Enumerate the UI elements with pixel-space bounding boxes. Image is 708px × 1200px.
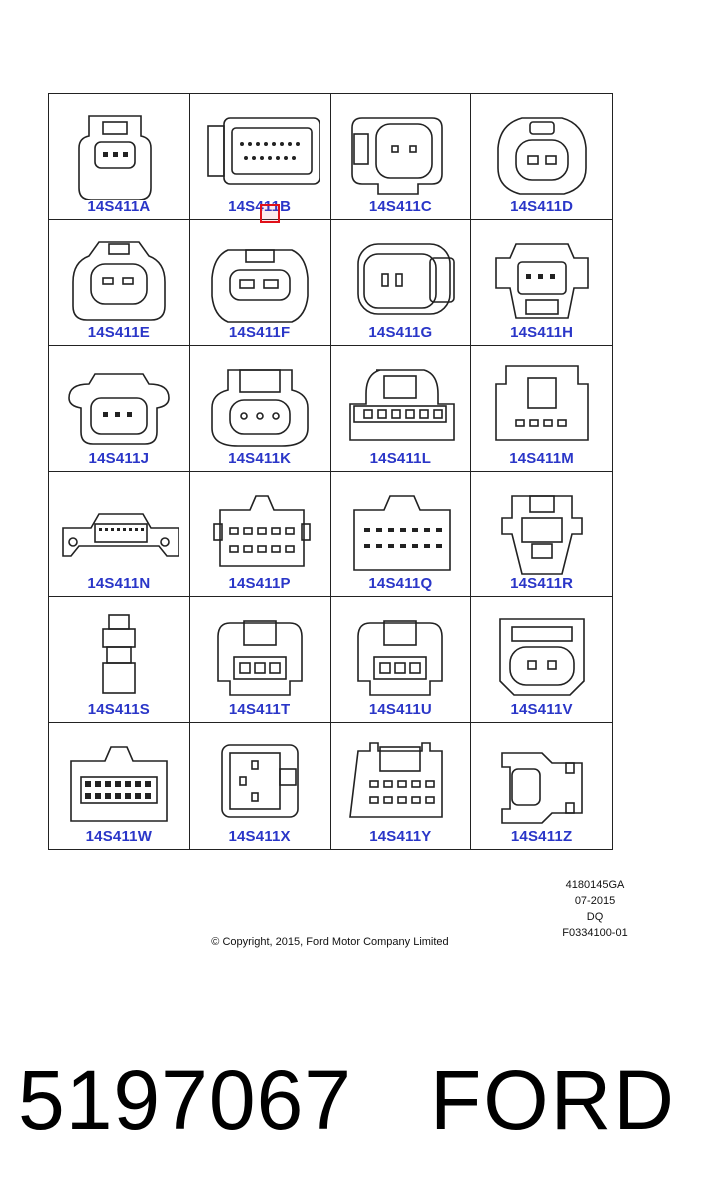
connector-drawing <box>72 241 166 321</box>
connector-cell[interactable]: 14S411E <box>49 219 190 346</box>
connector-drawing <box>500 494 583 575</box>
copyright-text: © Copyright, 2015, Ford Motor Company Li… <box>211 936 449 948</box>
ref-file: F0334100-01 <box>562 927 628 939</box>
connector-cell[interactable]: 14S411K <box>189 345 331 472</box>
connector-cell[interactable]: 14S411Z <box>471 723 612 849</box>
selection-highlight[interactable] <box>260 204 280 223</box>
connector-drawing <box>494 364 589 441</box>
connector-label[interactable]: 14S411F <box>228 323 291 341</box>
connector-label[interactable]: 14S411Q <box>368 575 433 593</box>
connector-label[interactable]: 14S411L <box>369 449 432 467</box>
connector-drawing <box>102 614 136 695</box>
connector-cell[interactable]: 14S411Q <box>330 471 472 598</box>
connector-drawing <box>351 117 444 195</box>
connector-label[interactable]: 14S411D <box>510 197 574 215</box>
connector-label[interactable]: 14S411Z <box>510 828 573 845</box>
connector-cell[interactable]: 14S411C <box>330 94 472 220</box>
connector-drawing <box>498 618 585 697</box>
part-number: 5197067 <box>18 1053 353 1147</box>
connector-label[interactable]: 14S411W <box>85 828 153 845</box>
connector-cell[interactable]: 14S411A <box>49 94 190 220</box>
connector-label[interactable]: 14S411M <box>509 449 575 467</box>
connector-drawing <box>500 752 583 824</box>
connector-cell[interactable]: 14S411T <box>189 597 331 724</box>
connector-label[interactable]: 14S411R <box>510 575 574 593</box>
connector-drawing <box>220 744 299 818</box>
connector-drawing <box>62 512 179 557</box>
connector-label[interactable]: 14S411T <box>228 701 291 719</box>
connector-drawing <box>496 117 587 195</box>
connector-label[interactable]: 14S411H <box>510 323 574 341</box>
connector-cell[interactable]: 14S411D <box>471 94 612 220</box>
connector-cell[interactable]: 14S411Y <box>331 723 472 849</box>
connector-drawing <box>349 368 456 441</box>
connector-cell[interactable]: 14S411M <box>471 346 612 472</box>
connector-grid: 14S411A 14S411B 14S411C 14S411D 14S411E 14S41… <box>48 93 613 850</box>
connector-cell[interactable]: 14S411B <box>189 94 331 220</box>
connector-cell[interactable]: 14S411F <box>189 219 331 346</box>
connector-label[interactable]: 14S411C <box>368 197 432 215</box>
connector-drawing <box>349 742 444 818</box>
connector-label[interactable]: 14S411N <box>87 575 151 593</box>
connector-cell[interactable]: 14S411V <box>471 597 612 724</box>
connector-label[interactable]: 14S411X <box>228 828 291 845</box>
connector-drawing <box>70 746 168 822</box>
connector-drawing <box>206 117 320 185</box>
connector-drawing <box>212 494 311 567</box>
connector-label[interactable]: 14S411K <box>228 449 292 467</box>
connector-cell[interactable]: 14S411N <box>49 471 190 598</box>
connector-label[interactable]: 14S411U <box>368 701 432 719</box>
connector-drawing <box>210 368 309 447</box>
connector-drawing <box>353 494 452 571</box>
connector-label[interactable]: 14S411P <box>228 575 291 593</box>
connector-drawing <box>494 243 589 319</box>
connector-cell[interactable]: 14S411R <box>471 472 612 598</box>
ref-initials: DQ <box>586 911 604 923</box>
connector-drawing <box>210 249 309 323</box>
connector-drawing <box>78 115 152 200</box>
connector-cell[interactable]: 14S411U <box>330 597 472 724</box>
connector-label[interactable]: 14S411G <box>368 323 433 341</box>
connector-label[interactable]: 14S411B <box>228 197 292 215</box>
connector-cell[interactable]: 14S411S <box>49 597 190 724</box>
connector-cell[interactable]: 14S411X <box>190 723 331 849</box>
connector-drawing <box>357 243 456 315</box>
connector-cell[interactable]: 14S411P <box>189 471 331 598</box>
connector-drawing <box>357 620 444 697</box>
connector-drawing <box>68 372 170 445</box>
connector-label[interactable]: 14S411A <box>87 197 151 215</box>
ref-date: 07-2015 <box>574 895 616 907</box>
connector-cell[interactable]: 14S411L <box>330 345 472 472</box>
ref-code: 4180145GA <box>565 879 625 891</box>
connector-cell[interactable]: 14S411J <box>49 345 190 472</box>
connector-cell[interactable]: 14S411G <box>330 219 472 346</box>
connector-label[interactable]: 14S411S <box>87 701 151 719</box>
connector-cell[interactable]: 14S411W <box>49 723 190 849</box>
connector-cell[interactable]: 14S411H <box>471 220 612 346</box>
connector-label[interactable]: 14S411V <box>510 701 573 719</box>
brand-name: FORD <box>430 1053 676 1147</box>
connector-label[interactable]: 14S411J <box>88 449 150 467</box>
connector-label[interactable]: 14S411E <box>87 323 151 341</box>
connector-label[interactable]: 14S411Y <box>369 828 432 845</box>
connector-drawing <box>216 620 303 697</box>
